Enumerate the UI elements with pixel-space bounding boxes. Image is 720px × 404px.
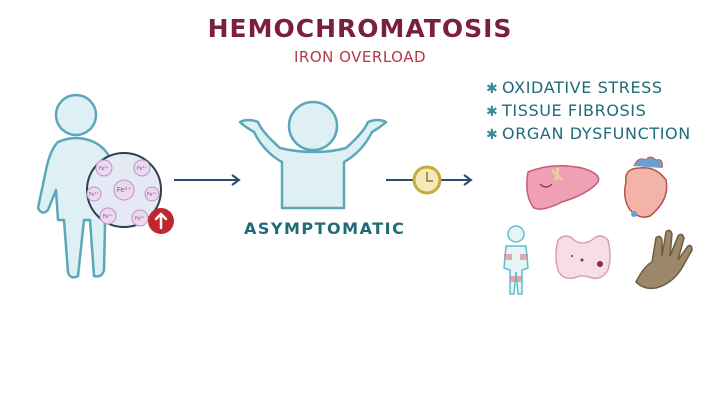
svg-text:Fe²⁺: Fe²⁺ <box>147 192 158 198</box>
svg-text:Fe²⁺: Fe²⁺ <box>137 166 148 172</box>
effects-list: ✱OXIDATIVE STRESS ✱TISSUE FIBROSIS ✱ORGA… <box>486 77 691 146</box>
page-subtitle: IRON OVERLOAD <box>293 48 427 66</box>
shrugging-person-icon <box>238 100 388 210</box>
pituitary-gland-icon <box>555 235 611 280</box>
clock-icon <box>412 165 442 195</box>
heart-icon <box>623 156 668 218</box>
page-title: HEMOCHROMATOSIS <box>207 14 513 43</box>
bullet-icon: ✱ <box>486 127 499 143</box>
hand-icon <box>635 229 693 290</box>
asymptomatic-label: ASYMPTOMATIC <box>244 219 406 238</box>
liver-icon <box>526 165 600 210</box>
joints-body-icon <box>503 225 529 295</box>
bullet-icon: ✱ <box>486 81 499 97</box>
svg-text:Fe²⁺: Fe²⁺ <box>99 166 110 172</box>
svg-text:Fe²⁺: Fe²⁺ <box>89 192 100 198</box>
increase-arrow-icon <box>148 208 174 234</box>
bullet-icon: ✱ <box>486 104 499 120</box>
effect-item: ✱TISSUE FIBROSIS <box>486 100 691 123</box>
svg-text:Fe²⁺: Fe²⁺ <box>135 216 146 222</box>
svg-text:Fe²⁺: Fe²⁺ <box>103 214 114 220</box>
arrow-right-icon <box>174 174 241 186</box>
effect-item: ✱OXIDATIVE STRESS <box>486 77 691 100</box>
iron-magnifier-icon: Fe²⁺ Fe²⁺ Fe²⁺ Fe²⁺ Fe²⁺ Fe²⁺ Fe²⁺ <box>86 152 162 228</box>
effect-item: ✱ORGAN DYSFUNCTION <box>486 123 691 146</box>
svg-text:Fe²⁺: Fe²⁺ <box>117 186 132 194</box>
